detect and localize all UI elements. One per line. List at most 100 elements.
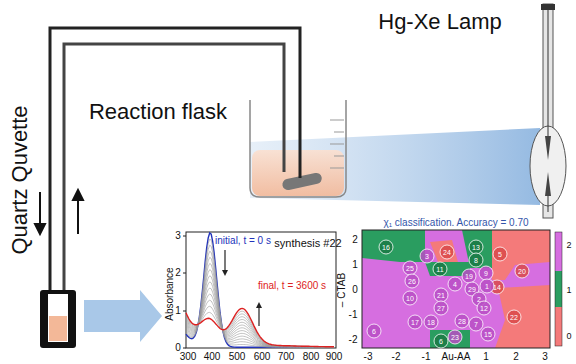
- tick-label: 300: [180, 352, 197, 362]
- spectrum-curve: [186, 257, 334, 347]
- spectrum-curve: [186, 288, 334, 347]
- data-point: [469, 253, 483, 267]
- data-point: [481, 327, 495, 341]
- tick-label: 1: [483, 352, 489, 362]
- callout-number: 14: [493, 284, 501, 291]
- tick-label: 0: [352, 285, 358, 295]
- callout-number: 8: [474, 257, 478, 264]
- callout-number: 24: [443, 249, 451, 256]
- tick-label: 2: [352, 235, 358, 245]
- callout-number: 26: [408, 278, 416, 285]
- chart-title: synthesis #22: [274, 238, 341, 249]
- callout-number: 13: [472, 244, 480, 251]
- light-arrow: [84, 290, 162, 342]
- curve-label: final, t = 3600 s: [258, 281, 326, 291]
- tick-label: 400: [204, 352, 221, 362]
- axis-title: – CTAB: [337, 273, 347, 307]
- flask-label: Reaction flask: [89, 101, 227, 123]
- chart-title: χ₁ classification. Accuracy = 0.70: [383, 218, 528, 228]
- data-point: [440, 245, 454, 259]
- data-point: [469, 317, 483, 331]
- callout-number: 5: [498, 251, 502, 258]
- callout-number: 29: [468, 286, 476, 293]
- data-point: [493, 247, 507, 261]
- data-point: [403, 261, 417, 275]
- spectrum-curve: [186, 294, 334, 347]
- tick-label: 1: [175, 306, 181, 316]
- cuvette-label: Quartz Quvette: [9, 105, 31, 254]
- callout-number: 1: [485, 283, 489, 290]
- tick-label: 0: [566, 332, 571, 341]
- spectrum-curve: [186, 282, 334, 347]
- tick-label: 2: [566, 241, 571, 250]
- tick-label: -1: [422, 352, 431, 362]
- absorbance-chart: [183, 232, 336, 348]
- data-point: [379, 240, 393, 254]
- hg-xe-lamp: [530, 4, 566, 218]
- cuvette: [40, 290, 76, 348]
- tick-label: -3: [364, 352, 373, 362]
- light-beam: [250, 128, 540, 205]
- callout-number: 7: [474, 321, 478, 328]
- callout-number: 6: [372, 328, 376, 335]
- callout-number: 22: [510, 314, 518, 321]
- spectrum-curve: [186, 245, 334, 347]
- callout-number: 3: [425, 253, 429, 260]
- callout-number: 17: [411, 319, 419, 326]
- spectrum-curve: [186, 311, 334, 347]
- callout-number: 23: [451, 334, 459, 341]
- data-point: [462, 269, 476, 283]
- reaction-flask: [250, 100, 346, 197]
- callout-number: 2: [477, 296, 481, 303]
- data-point: [433, 262, 447, 276]
- data-point: [455, 314, 469, 328]
- tick-label: -1: [349, 310, 358, 320]
- spectrum-curve: [186, 270, 334, 347]
- data-point: [408, 315, 422, 329]
- spectrum-curve: [186, 308, 334, 346]
- tick-label: 700: [278, 352, 295, 362]
- tick-label: 900: [326, 352, 343, 362]
- callout-number: 28: [458, 318, 466, 325]
- callout-number: 20: [518, 268, 526, 275]
- data-point: [434, 334, 448, 348]
- data-point: [480, 279, 494, 293]
- callout-number: 25: [406, 265, 414, 272]
- axis-title: Absorbance: [165, 267, 175, 320]
- spectrum-curve: [186, 300, 334, 347]
- data-point: [507, 310, 521, 324]
- callout-number: 10: [406, 295, 414, 302]
- axis-title: Au-AA: [442, 352, 471, 362]
- data-point: [448, 277, 462, 291]
- tick-label: 600: [254, 352, 271, 362]
- data-point: [420, 249, 434, 263]
- curve-label: initial, t = 0 s: [215, 236, 271, 246]
- lamp-label: Hg-Xe Lamp: [378, 11, 502, 33]
- data-point: [448, 330, 462, 344]
- spectrum-curve: [186, 233, 334, 347]
- spectrum-curve: [186, 264, 334, 348]
- data-point: [367, 324, 381, 338]
- tick-label: 1: [352, 260, 358, 270]
- tick-label: 3: [175, 231, 181, 241]
- callout-number: 12: [480, 305, 488, 312]
- callout-number: 11: [436, 266, 443, 273]
- data-point: [479, 266, 493, 280]
- data-point: [434, 301, 448, 315]
- tick-label: 500: [229, 352, 246, 362]
- callout-number: 27: [437, 305, 445, 312]
- data-point: [477, 301, 491, 315]
- callout-number: 21: [437, 292, 445, 299]
- tick-label: -2: [392, 352, 401, 362]
- data-point: [403, 291, 417, 305]
- callout-number: 15: [484, 331, 492, 338]
- tick-label: 2: [513, 352, 519, 362]
- stir-bar: [281, 172, 322, 191]
- spectrum-curve: [186, 239, 334, 347]
- data-point: [424, 315, 438, 329]
- data-point: [405, 274, 419, 288]
- data-point: [515, 264, 529, 278]
- tick-label: 3: [542, 352, 548, 362]
